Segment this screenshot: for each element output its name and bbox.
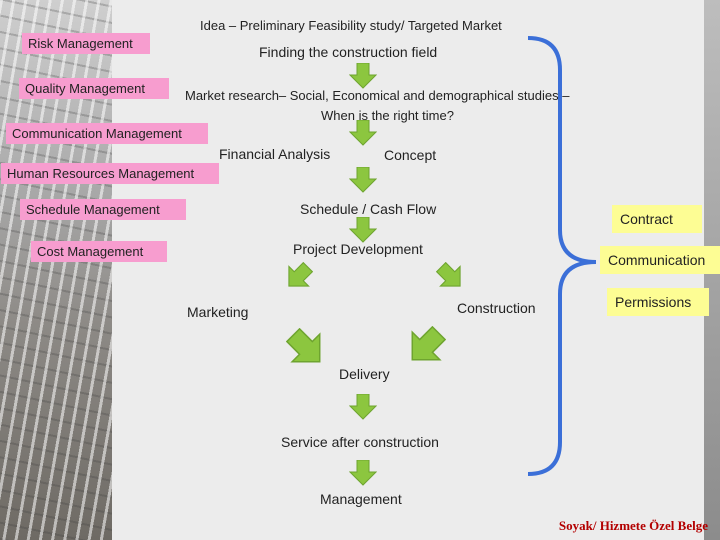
step-concept: Concept [384, 147, 437, 163]
label-contract: Contract [612, 205, 702, 233]
footer-label: Soyak/ Hizmete Özel Belge [558, 518, 708, 533]
label-communication: Communication [600, 246, 720, 274]
down-arrow-icon [349, 63, 377, 89]
label-hr-management: Human Resources Management [1, 163, 219, 184]
step-marketing: Marketing [187, 304, 249, 320]
down-right-arrow-icon [436, 262, 461, 287]
down-left-arrow-icon [411, 326, 446, 361]
label-schedule-management: Schedule Management [20, 199, 186, 220]
label-permissions: Permissions [607, 288, 709, 316]
step-financial-analysis: Financial Analysis [219, 146, 331, 162]
step-market-line1: Market research– Social, Economical and … [185, 88, 570, 103]
step-delivery: Delivery [339, 366, 390, 382]
down-left-arrow-icon [288, 262, 313, 287]
step-service: Service after construction [281, 434, 439, 450]
down-arrow-icon [349, 217, 377, 243]
step-management: Management [320, 491, 402, 507]
step-idea: Idea – Preliminary Feasibility study/ Ta… [200, 18, 502, 33]
label-risk-management: Risk Management [22, 33, 150, 54]
down-right-arrow-icon [286, 328, 321, 363]
down-arrow-icon [349, 394, 377, 420]
step-market-line2: When is the right time? [321, 108, 454, 123]
label-communication-management: Communication Management [6, 123, 208, 144]
label-quality-management: Quality Management [19, 78, 169, 99]
down-arrow-icon [349, 167, 377, 193]
down-arrow-icon [349, 120, 377, 146]
step-schedule-cash-flow: Schedule / Cash Flow [300, 201, 437, 217]
step-finding: Finding the construction field [259, 44, 438, 60]
down-arrow-icon [349, 460, 377, 486]
step-project-development: Project Development [293, 241, 423, 257]
step-construction: Construction [457, 300, 536, 316]
label-cost-management: Cost Management [31, 241, 167, 262]
